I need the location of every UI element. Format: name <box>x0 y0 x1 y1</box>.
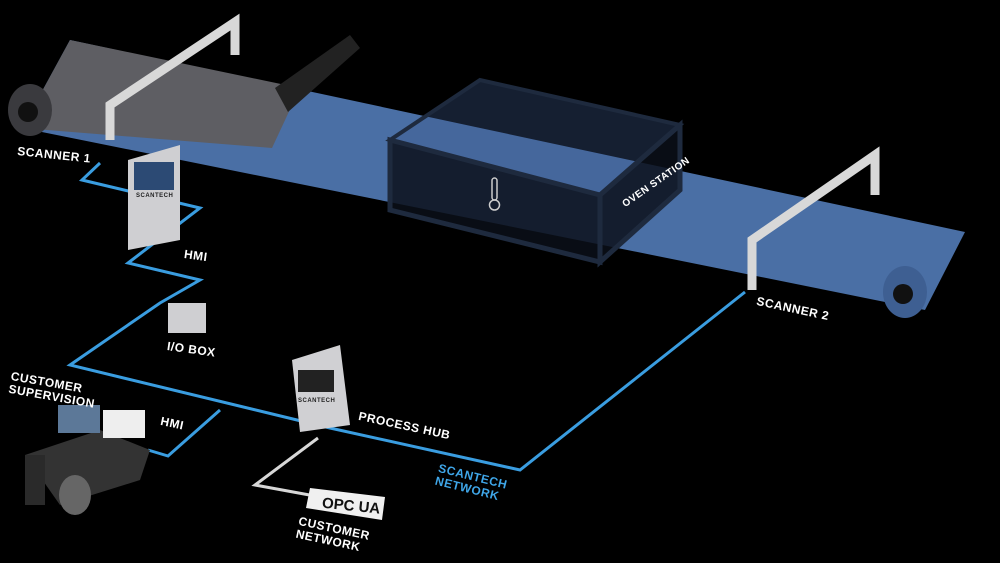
hmi-branch-line <box>147 408 221 458</box>
customer-network-line <box>251 436 319 498</box>
opc-ua-logo: OPC UA <box>306 488 385 520</box>
hub-brand-plate: SCANTECH <box>298 398 336 404</box>
felt-section <box>22 40 300 148</box>
svg-text:OPC UA: OPC UA <box>321 495 381 518</box>
chair <box>59 475 91 515</box>
extrusion-bar <box>275 35 360 112</box>
thermometer-icon <box>488 177 501 211</box>
io-box <box>168 303 206 333</box>
oven-station <box>385 77 685 268</box>
supervision-desk <box>25 405 150 515</box>
hmi-brand-plate: SCANTECH <box>136 193 174 199</box>
monitor-left <box>58 405 100 433</box>
hmi-cabinet <box>128 145 180 250</box>
process-hub-cabinet <box>292 345 350 432</box>
scanner-1-frame <box>105 13 240 140</box>
monitor-right <box>103 410 145 438</box>
scanner-2-frame <box>747 146 880 290</box>
